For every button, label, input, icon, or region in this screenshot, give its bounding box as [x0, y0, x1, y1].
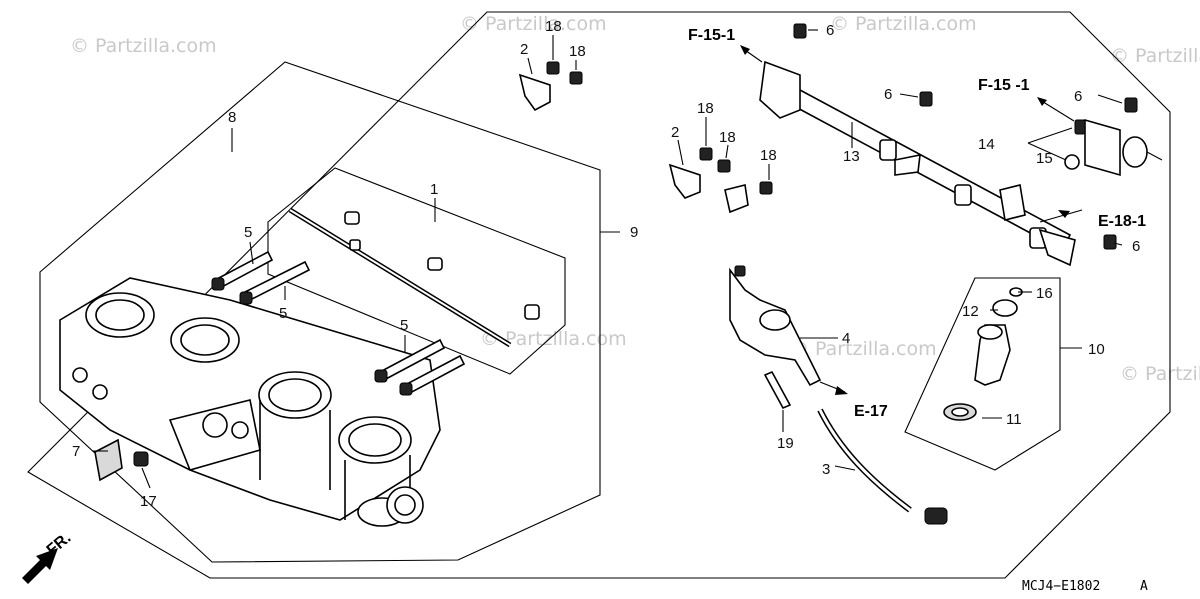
callout-15: 15: [1036, 150, 1053, 167]
watermark: © Partzilla.com: [70, 35, 217, 57]
bolt-6: [919, 91, 933, 107]
callout-labels: 8 1 9 5 5 5 7 17 2 18 18 2 18 18 18 13 6…: [72, 18, 1140, 510]
fast-idle-shaft: [288, 207, 540, 348]
callout-6: 6: [826, 22, 834, 39]
watermark: © Partzilla.com: [480, 328, 627, 350]
watermark: © Partzilla.com: [460, 13, 607, 35]
watermark: © Partzilla.com: [1110, 45, 1200, 67]
bolt-6: [1124, 97, 1138, 113]
bolt-6: [793, 23, 807, 39]
watermark: © Partzilla.com: [830, 13, 977, 35]
leader-lines: [93, 29, 1123, 489]
callout-6: 6: [884, 86, 892, 103]
callout-14: 14: [978, 136, 995, 153]
ref-f-15-1: F-15-1: [688, 27, 735, 44]
front-direction-indicator: FR.: [22, 529, 74, 584]
watermark: © Partzilla.com: [1120, 363, 1200, 385]
callout-3: 3: [822, 461, 830, 478]
fuel-fitting-4: [729, 265, 822, 387]
callout-2: 2: [520, 41, 528, 58]
callout-18: 18: [719, 129, 736, 146]
clip-7: [94, 438, 123, 482]
diagram-code-suffix: A: [1140, 579, 1148, 594]
callout-16: 16: [1036, 285, 1053, 302]
bracket-2-lower: [668, 147, 773, 214]
ref-f-15-1: F-15 -1: [978, 77, 1030, 94]
assembly-frame-8: [27, 11, 1171, 579]
ref-e-17: E-17: [854, 403, 888, 420]
callout-9: 9: [630, 224, 638, 241]
watermark: © Partzilla.com: [790, 338, 937, 360]
diagram-code: MCJ4−E1802: [1022, 579, 1100, 594]
callout-11: 11: [1006, 411, 1022, 428]
callout-17: 17: [140, 493, 157, 510]
callout-5: 5: [279, 305, 287, 322]
callout-18: 18: [697, 100, 714, 117]
callout-19: 19: [777, 435, 794, 452]
ref-e-18-1: E-18-1: [1098, 213, 1146, 230]
callout-2: 2: [671, 124, 679, 141]
assembly-frame-1: [267, 167, 566, 375]
front-arrow-icon: [22, 548, 58, 584]
assembly-frame-9: [39, 61, 601, 563]
screw-set-5: [211, 250, 466, 396]
reference-labels: F-15-1 F-15 -1 E-18-1 E-17: [688, 27, 1146, 420]
callout-18: 18: [760, 147, 777, 164]
callout-8: 8: [228, 109, 236, 126]
callout-7: 7: [72, 443, 80, 460]
callout-5: 5: [244, 224, 252, 241]
bracket-2-upper: [518, 61, 583, 112]
callout-18: 18: [569, 43, 586, 60]
fuel-rail-13: [759, 60, 1076, 267]
reference-arrows: [740, 45, 1083, 395]
callout-6: 6: [1132, 238, 1140, 255]
assembly-frame-10: [904, 277, 1061, 471]
callout-4: 4: [842, 330, 850, 347]
pressure-regulator: [1064, 118, 1163, 177]
callout-5: 5: [400, 317, 408, 334]
throttle-body-assembly: [59, 277, 441, 527]
bolt-6: [1103, 234, 1117, 250]
callout-12: 12: [962, 303, 979, 320]
fuel-injector-assembly: [943, 287, 1023, 421]
watermark-layer: © Partzilla.com © Partzilla.com © Partzi…: [70, 13, 1200, 385]
callout-10: 10: [1088, 341, 1105, 358]
callout-6: 6: [1074, 88, 1082, 105]
callout-18: 18: [545, 18, 562, 35]
callout-1: 1: [430, 181, 438, 198]
bolt-19: [763, 370, 792, 410]
bolt-17: [133, 451, 149, 467]
callout-13: 13: [843, 148, 860, 165]
fuel-hose-3: [817, 408, 948, 525]
